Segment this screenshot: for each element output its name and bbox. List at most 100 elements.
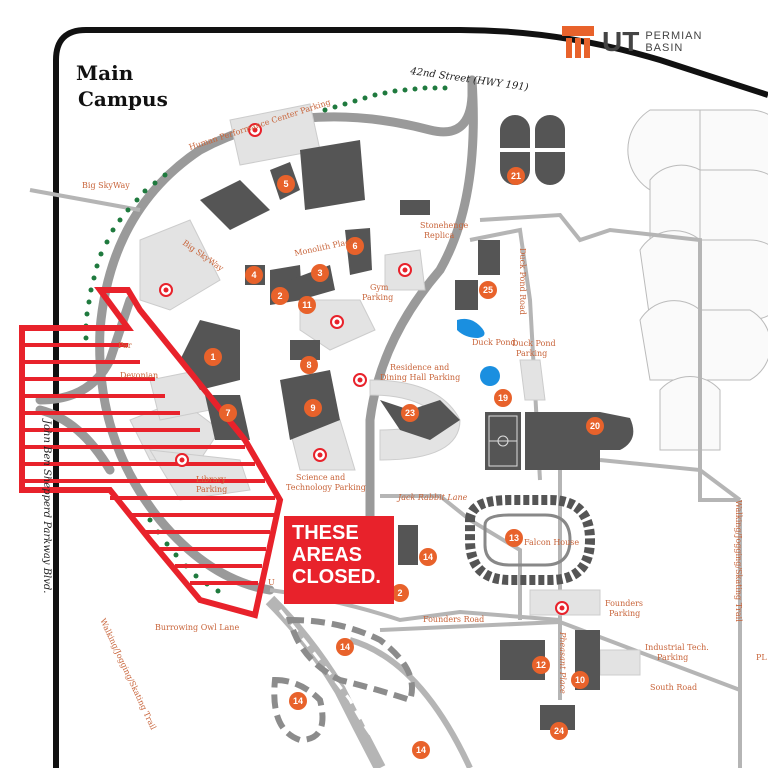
marker-7: 7	[219, 404, 237, 422]
marker-11: 11	[298, 296, 316, 314]
marker-12: 12	[532, 656, 550, 674]
duck-pond-2	[480, 366, 500, 386]
label-library-1: Library	[196, 475, 226, 484]
sports-pitch	[485, 412, 521, 470]
label-big-sky-way: Big SkyWay	[82, 181, 130, 190]
marker-14c: 14	[289, 692, 307, 710]
label-gym-1: Gym	[370, 283, 389, 292]
label-science-2: Technology Parking	[286, 483, 366, 492]
marker-14d: 14	[412, 741, 430, 759]
svg-text:2: 2	[397, 588, 402, 598]
marker-2: 2	[271, 287, 289, 305]
marker-3: 3	[311, 264, 329, 282]
map-border	[53, 27, 768, 768]
svg-text:23: 23	[405, 408, 415, 418]
svg-text:9: 9	[310, 403, 315, 413]
map-title: Main Campus	[76, 60, 168, 112]
label-monolith-place: Monolith Place	[294, 236, 356, 258]
label-stonehenge-2: Replica	[424, 231, 454, 240]
marker-14b: 14	[336, 638, 354, 656]
label-burrowing-owl: Burrowing Owl Lane	[155, 623, 239, 632]
closure-notice: THESE AREAS CLOSED.	[284, 516, 394, 604]
sports-fields	[627, 109, 768, 451]
label-science-1: Science and	[296, 473, 345, 482]
label-walking-trail-left: Walking/Jogging/Skating Trail	[98, 617, 158, 732]
label-john-ben: John Ben Shepperd Parkway Blvd.	[41, 418, 52, 593]
label-dp-parking-1: Duck Pond	[512, 339, 556, 348]
marker-14a: 14	[419, 548, 437, 566]
notice-line-1: THESE	[292, 522, 359, 544]
label-residence-2: Dining Hall Parking	[380, 373, 460, 382]
label-pl: PL	[756, 653, 767, 662]
svg-text:13: 13	[509, 533, 519, 543]
marker-20: 20	[586, 417, 604, 435]
marker-23: 23	[401, 404, 419, 422]
svg-text:14: 14	[416, 745, 426, 755]
svg-text:3: 3	[317, 268, 322, 278]
svg-text:25: 25	[483, 285, 493, 295]
marker-5: 5	[277, 175, 295, 193]
label-falcon-house: Falcon House	[524, 538, 579, 547]
label-ut-fragment: U	[268, 578, 275, 587]
label-gym-2: Parking	[362, 293, 393, 302]
label-dp-parking-2: Parking	[516, 349, 547, 358]
stadium	[465, 495, 596, 585]
svg-text:2: 2	[277, 291, 282, 301]
svg-text:5: 5	[283, 179, 288, 189]
utpb-tower-icon	[562, 26, 594, 58]
label-jack-rabbit: Jack Rabbit Lane	[396, 493, 468, 502]
label-pheasant-place: Pheasant Place	[558, 631, 567, 694]
label-founders-1: Founders	[605, 599, 643, 608]
marker-2b: 2	[391, 584, 409, 602]
label-library-2: Parking	[196, 485, 227, 494]
marker-21: 21	[507, 167, 525, 185]
marker-10: 10	[571, 671, 589, 689]
svg-text:1: 1	[210, 352, 215, 362]
marker-9: 9	[304, 399, 322, 417]
svg-text:14: 14	[423, 552, 433, 562]
utpb-logo-ut: UT	[602, 26, 640, 57]
marker-1: 1	[204, 348, 222, 366]
marker-24: 24	[550, 722, 568, 740]
svg-text:8: 8	[306, 360, 311, 370]
svg-text:4: 4	[251, 270, 256, 280]
svg-text:12: 12	[536, 660, 546, 670]
svg-text:20: 20	[590, 421, 600, 431]
marker-4: 4	[245, 266, 263, 284]
svg-text:14: 14	[340, 642, 350, 652]
label-devonian: Devonian	[120, 371, 158, 380]
utpb-logo-line-1: PERMIAN	[645, 30, 703, 42]
svg-text:21: 21	[511, 171, 521, 181]
label-residence-1: Residence and	[390, 363, 449, 372]
marker-25: 25	[479, 281, 497, 299]
label-founders-road: Founders Road	[423, 615, 484, 624]
dashed-parking	[271, 616, 415, 744]
label-industrial-1: Industrial Tech.	[645, 643, 709, 652]
marker-8: 8	[300, 356, 318, 374]
label-founders-2: Parking	[609, 609, 640, 618]
svg-text:11: 11	[302, 300, 312, 310]
utpb-logo: UT PERMIAN BASIN	[560, 22, 702, 62]
marker-13: 13	[505, 529, 523, 547]
svg-text:7: 7	[225, 408, 230, 418]
notice-line-2: AREAS	[292, 544, 363, 566]
secondary-roads	[29, 188, 742, 768]
utpb-logo-line-2: BASIN	[645, 42, 684, 54]
label-walking-trail-right: Walking/Jogging/Skating Trail	[734, 500, 743, 622]
map-title-line-1: Main	[76, 61, 134, 85]
svg-text:24: 24	[554, 726, 564, 736]
marker-19: 19	[494, 389, 512, 407]
svg-text:10: 10	[575, 675, 585, 685]
utpb-logo-sub: PERMIAN BASIN	[645, 30, 702, 54]
svg-text:14: 14	[293, 696, 303, 706]
map-title-line-2: Campus	[78, 87, 168, 111]
numbered-markers: 1 2 3 4 5 6 7 8 9 10 11 12 13 14 14 14 1…	[204, 167, 604, 759]
label-south-road: South Road	[650, 683, 697, 692]
duck-pond	[457, 318, 485, 338]
marker-6: 6	[346, 237, 364, 255]
svg-text:19: 19	[498, 393, 508, 403]
parking-markers	[159, 123, 569, 615]
closed-area	[19, 287, 284, 619]
label-duck-pond-road: Duck Pond Road	[518, 248, 527, 315]
